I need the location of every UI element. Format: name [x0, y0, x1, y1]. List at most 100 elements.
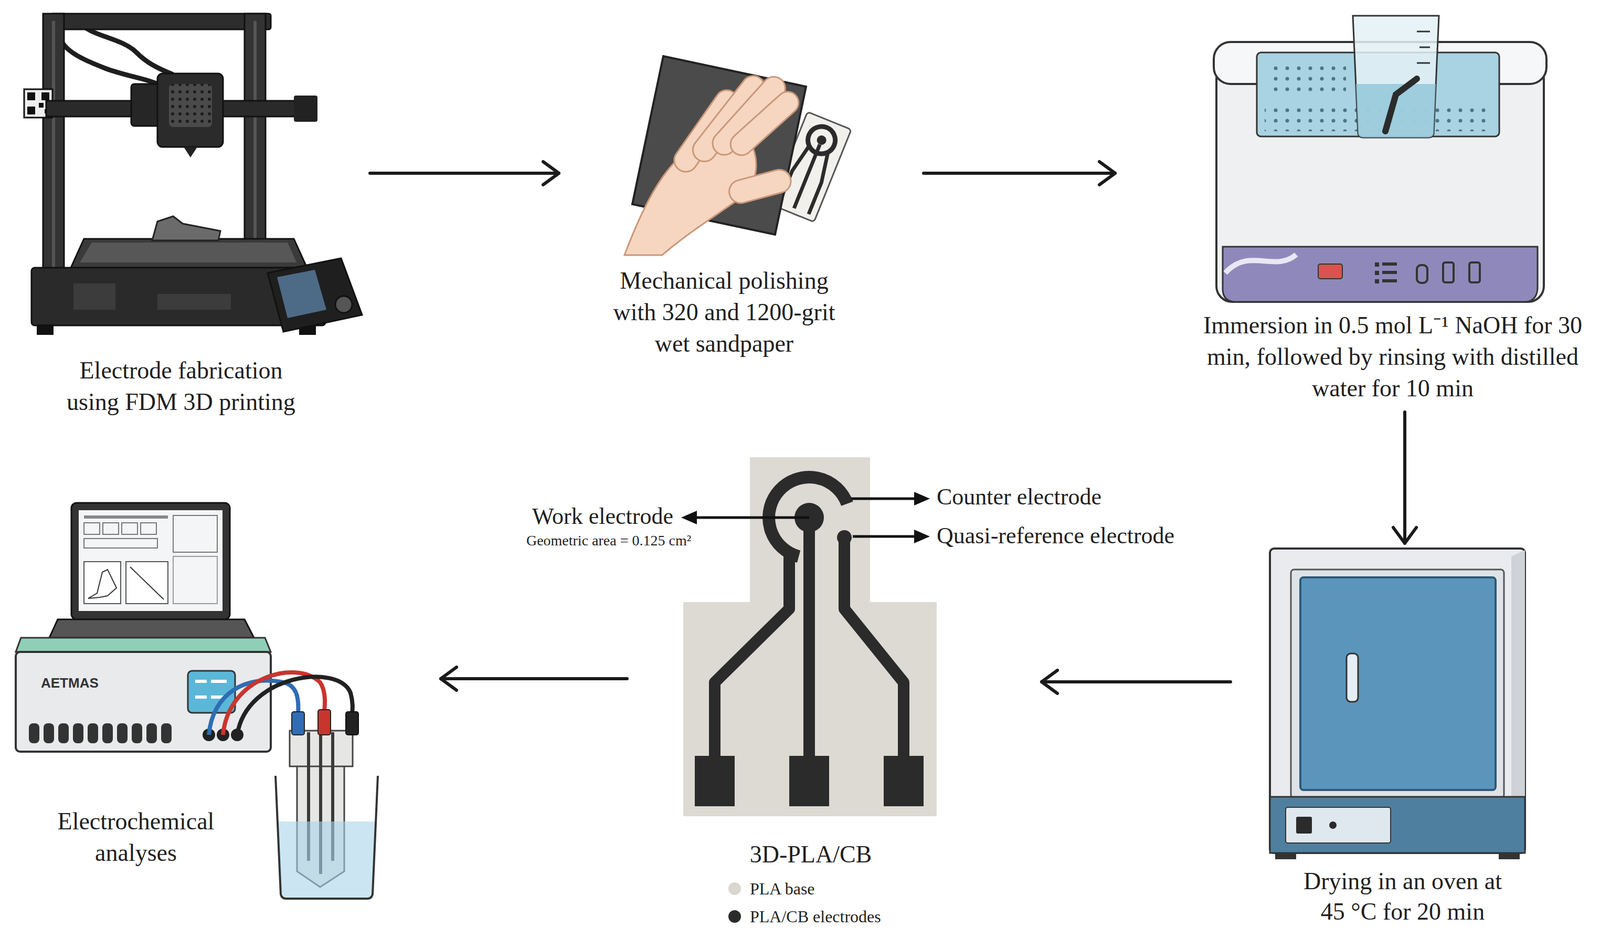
electrode-track	[714, 551, 790, 759]
arrow-line	[1403, 411, 1407, 544]
bath-control	[1374, 279, 1380, 284]
arrow-line	[440, 676, 628, 681]
brand-label: AETMAS	[40, 674, 99, 692]
legend-swatch	[728, 909, 741, 923]
oven-body	[1269, 548, 1525, 853]
potentiostat-port	[117, 723, 128, 744]
laptop-screen	[71, 502, 230, 620]
arrow-head	[1099, 161, 1116, 185]
potentiostat-display	[195, 679, 207, 683]
print-nozzle	[183, 146, 198, 158]
bath-holes	[1267, 61, 1347, 94]
potentiostat-port	[58, 723, 69, 744]
process-step: Mechanical polishing with 320 and 1200-g…	[558, 31, 924, 373]
bath-control	[1469, 262, 1480, 283]
legend-text: PLA/CB electrodes	[749, 906, 882, 927]
screen-content	[102, 522, 119, 535]
bath-control	[1382, 270, 1397, 274]
bath-control	[1382, 262, 1397, 266]
print-head-fan	[168, 83, 213, 127]
electrode-illustration	[681, 457, 937, 817]
black-cable	[237, 676, 353, 735]
potentiostat-port	[102, 723, 113, 744]
contact-pad	[789, 755, 830, 807]
arrow-head	[1041, 670, 1058, 694]
oven-foot	[1498, 852, 1520, 860]
screen-content	[173, 515, 218, 553]
screen-content	[140, 522, 157, 535]
qr-code	[27, 106, 36, 115]
electrode-piece	[803, 122, 840, 158]
print-bed	[79, 242, 297, 263]
print-bed	[70, 238, 307, 268]
printer-frame	[51, 20, 56, 300]
arrow-line	[923, 171, 1116, 175]
printer-foot	[36, 324, 54, 335]
screen-content	[173, 556, 218, 604]
arrow-line	[1041, 680, 1231, 684]
oven-frame	[1290, 569, 1504, 798]
potentiostat-port	[43, 723, 55, 744]
beaker-scale	[1416, 62, 1430, 65]
crocodile-clip	[318, 709, 331, 735]
bath-button	[1318, 263, 1343, 279]
print-head	[157, 73, 224, 147]
oven-foot	[1275, 852, 1297, 860]
electrode-track	[803, 517, 815, 759]
potentiostat-port	[131, 723, 143, 744]
screen-plot	[88, 569, 117, 599]
screen-plot	[130, 566, 164, 600]
screen-content	[83, 538, 158, 548]
electrode-track	[844, 537, 904, 759]
oven-door	[1300, 577, 1496, 790]
oven-switch	[1296, 816, 1312, 834]
screen-content	[83, 522, 100, 535]
flow-arrow	[1393, 411, 1417, 544]
hand	[726, 166, 794, 206]
ultrasonic-bath-illustration	[1213, 15, 1547, 302]
bath-control	[1416, 265, 1428, 283]
beaker	[1352, 15, 1439, 138]
screen-plot	[125, 561, 168, 604]
flow-arrow	[923, 161, 1116, 185]
printer-display	[277, 269, 327, 319]
beaker-scale	[1416, 30, 1430, 33]
electrode-in-beaker	[1385, 78, 1417, 132]
legend-text: PLA base	[749, 878, 815, 899]
callout-label: Work electrode	[532, 502, 674, 531]
oven-panel	[1285, 807, 1391, 843]
printer-frame	[50, 13, 271, 30]
bath-control	[1374, 270, 1380, 275]
pla-base	[683, 457, 937, 817]
printer-cable	[57, 20, 158, 84]
leader-arrowhead	[681, 510, 697, 525]
bath-control	[1374, 262, 1380, 267]
arrow-head	[440, 666, 457, 691]
potentiostat-port	[87, 723, 99, 744]
printer-gantry	[293, 95, 318, 122]
potentiostat-port	[72, 723, 84, 744]
crocodile-clip	[291, 711, 305, 735]
potentiostat-display	[195, 695, 207, 699]
step-caption: Electrochemical analyses	[49, 805, 223, 869]
step-caption: Immersion in 0.5 mol L⁻¹ NaOH for 30 min…	[1198, 309, 1587, 405]
potentiostat-port	[146, 723, 157, 744]
step-caption: Electrode fabrication using FDM 3D print…	[60, 354, 302, 418]
arrow-head	[543, 161, 559, 185]
screen-content	[121, 522, 138, 535]
printer-knob	[335, 295, 353, 313]
process-step: Immersion in 0.5 mol L⁻¹ NaOH for 30 min…	[1115, 5, 1596, 412]
printer-base	[73, 283, 116, 310]
electrode-piece	[815, 133, 828, 146]
printer-base	[157, 293, 231, 310]
leader-line	[693, 516, 810, 519]
arrow-head	[1393, 527, 1417, 544]
leader-line	[851, 497, 918, 501]
bath-control	[1382, 279, 1397, 283]
bath-control	[1443, 262, 1454, 283]
oven-handle	[1346, 653, 1359, 702]
process-step: Electrochemical analyses	[10, 493, 441, 903]
